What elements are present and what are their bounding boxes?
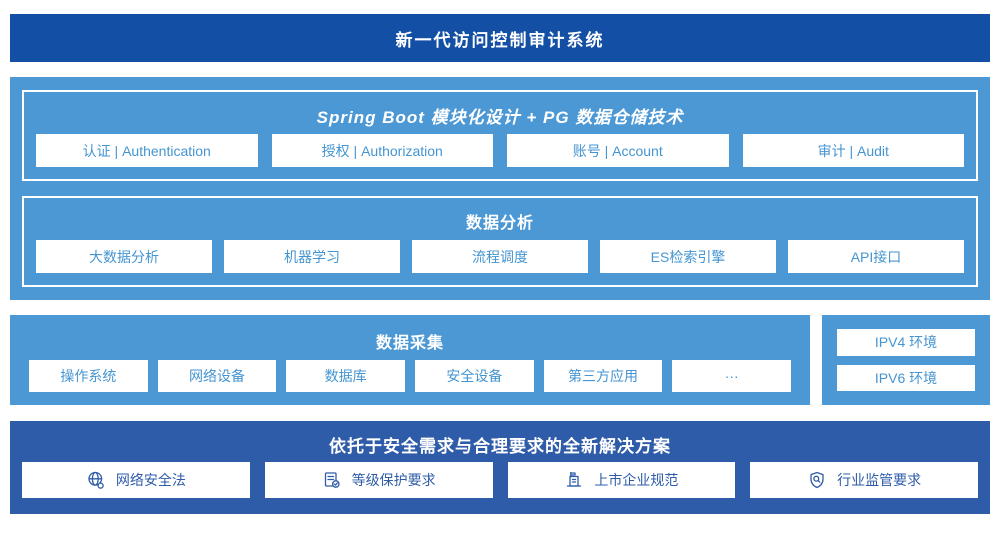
analysis-box-machine-learning: 机器学习 bbox=[224, 240, 400, 273]
solution-row: 网络安全法 等级保护要求 bbox=[22, 462, 978, 498]
solution-box-industry-regulation: 行业监管要求 bbox=[750, 462, 978, 498]
solution-section: 依托于安全需求与合理要求的全新解决方案 网络安全法 bbox=[10, 421, 990, 514]
solution-box-graded-protection: 等级保护要求 bbox=[264, 462, 493, 498]
modules-row: 认证 | Authentication 授权 | Authorization 账… bbox=[36, 134, 964, 167]
top-banner: 新一代访问控制审计系统 bbox=[10, 14, 990, 62]
modules-group-title: Spring Boot 模块化设计 + PG 数据仓储技术 bbox=[316, 107, 684, 127]
analysis-box-workflow: 流程调度 bbox=[412, 240, 588, 273]
collection-row: 数据采集 操作系统 网络设备 数据库 安全设备 第三方应用 ··· IPV4 环… bbox=[10, 315, 990, 405]
module-box-account: 账号 | Account bbox=[507, 134, 729, 167]
collection-box-database: 数据库 bbox=[286, 360, 406, 392]
analysis-box-bigdata: 大数据分析 bbox=[36, 240, 212, 273]
analysis-group-title: 数据分析 bbox=[465, 215, 534, 232]
analysis-group: 数据分析 大数据分析 机器学习 流程调度 ES检索引擎 API接口 bbox=[22, 196, 978, 287]
collection-box-network-device: 网络设备 bbox=[157, 360, 277, 392]
module-box-authorization: 授权 | Authorization bbox=[271, 134, 493, 167]
env-box-ipv6: IPV6 环境 bbox=[837, 364, 975, 391]
collection-box-ellipsis: ··· bbox=[672, 360, 792, 392]
solution-box-label: 等级保护要求 bbox=[351, 472, 436, 488]
system-title: 新一代访问控制审计系统 bbox=[395, 30, 605, 50]
analysis-row: 大数据分析 机器学习 流程调度 ES检索引擎 API接口 bbox=[36, 240, 964, 273]
shield-search-icon bbox=[807, 470, 827, 490]
collection-box-security-device: 安全设备 bbox=[415, 360, 534, 392]
collection-title: 数据采集 bbox=[375, 334, 444, 352]
solution-box-label: 网络安全法 bbox=[115, 472, 186, 488]
architecture-diagram: 新一代访问控制审计系统 Spring Boot 模块化设计 + PG 数据仓储技… bbox=[0, 14, 1000, 543]
collection-panel: 数据采集 操作系统 网络设备 数据库 安全设备 第三方应用 ··· bbox=[10, 315, 810, 405]
module-box-authentication: 认证 | Authentication bbox=[36, 134, 258, 167]
collection-box-thirdparty-app: 第三方应用 bbox=[543, 360, 663, 392]
solution-title: 依托于安全需求与合理要求的全新解决方案 bbox=[329, 437, 671, 456]
collection-items-row: 操作系统 网络设备 数据库 安全设备 第三方应用 ··· bbox=[29, 360, 792, 392]
env-box-ipv4: IPV4 环境 bbox=[837, 329, 975, 356]
analysis-box-es-search: ES检索引擎 bbox=[600, 240, 776, 273]
modules-group: Spring Boot 模块化设计 + PG 数据仓储技术 认证 | Authe… bbox=[22, 90, 978, 181]
building-icon bbox=[564, 470, 584, 490]
globe-icon bbox=[86, 470, 106, 490]
solution-box-listed-company: 上市企业规范 bbox=[507, 462, 736, 498]
solution-box-label: 上市企业规范 bbox=[594, 472, 679, 488]
solution-box-cybersecurity-law: 网络安全法 bbox=[22, 462, 250, 498]
document-check-icon bbox=[322, 470, 342, 490]
analysis-box-api: API接口 bbox=[788, 240, 964, 273]
platform-section: Spring Boot 模块化设计 + PG 数据仓储技术 认证 | Authe… bbox=[10, 77, 990, 300]
module-box-audit: 审计 | Audit bbox=[742, 134, 964, 167]
collection-box-os: 操作系统 bbox=[29, 360, 148, 392]
solution-box-label: 行业监管要求 bbox=[837, 472, 922, 488]
network-env-panel: IPV4 环境 IPV6 环境 bbox=[822, 315, 990, 405]
